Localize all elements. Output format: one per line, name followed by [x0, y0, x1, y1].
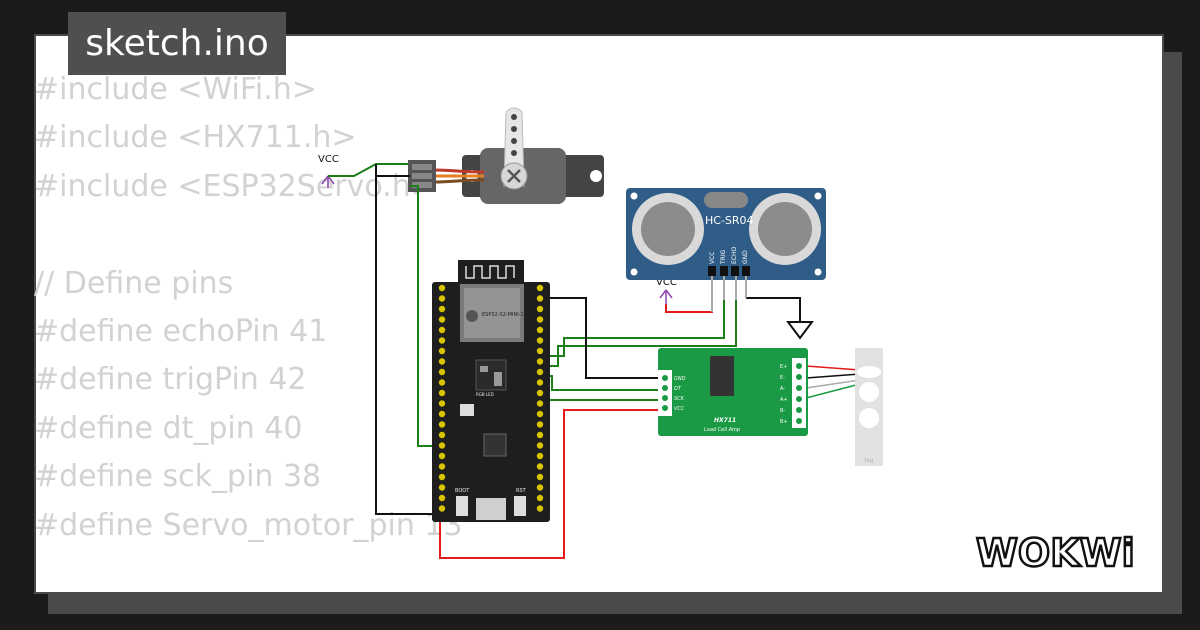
code-line: #define dt_pin 40 [34, 410, 303, 446]
sensor-name: HC-SR04 [705, 214, 754, 227]
header-pin [438, 452, 446, 460]
svg-text:DT: DT [674, 386, 682, 392]
svg-text:E-: E- [780, 375, 785, 381]
ultrasonic-sensor[interactable]: HC-SR04 VCC TRIG ECHO GND [626, 188, 826, 280]
esp32-left-header [438, 284, 446, 512]
svg-text:ESP32-S2-MINI-1: ESP32-S2-MINI-1 [482, 312, 524, 318]
svg-text:BOOT: BOOT [455, 488, 470, 494]
header-pin [536, 295, 544, 302]
svg-text:ECHO: ECHO [731, 247, 738, 264]
hx711-module[interactable]: GND DT SCK VCC E+ E- A- A+ B- B+ HX711 L… [658, 348, 808, 436]
svg-text:RGB LED: RGB LED [476, 392, 494, 397]
svg-text:A-: A- [780, 386, 785, 392]
header-pin [536, 337, 544, 344]
code-line: #define echoPin 41 [34, 313, 328, 349]
header-pin [438, 326, 446, 334]
header-pin [438, 431, 446, 439]
header-pin [438, 347, 446, 355]
header-pin [536, 410, 544, 418]
esp32-board[interactable]: ESP32-S2-MINI-1 RGB LED BOOT RST [432, 260, 550, 522]
header-pin [438, 442, 446, 449]
svg-text:GND: GND [742, 250, 749, 264]
vcc-symbol: VCC [656, 277, 677, 304]
wokwi-logo: WOKWi [975, 530, 1136, 576]
svg-text:RST: RST [516, 488, 527, 494]
header-pin [438, 305, 446, 313]
vcc-symbol: VCC [318, 154, 339, 188]
esp32-right-header [536, 284, 544, 512]
svg-text:A+: A+ [780, 397, 788, 403]
svg-text:TRIG: TRIG [720, 249, 727, 265]
servo-motor[interactable] [462, 107, 604, 204]
header-pin [536, 347, 544, 355]
header-pin [536, 494, 544, 502]
header-pin [438, 505, 446, 512]
header-pin [536, 421, 544, 428]
svg-text:VCC: VCC [709, 252, 716, 264]
header-pin [438, 463, 446, 470]
header-pin [536, 358, 544, 365]
header-pin [438, 358, 446, 365]
svg-text:Load Cell Amp: Load Cell Amp [704, 427, 740, 433]
svg-text:HX711: HX711 [714, 417, 736, 424]
header-pin [536, 379, 544, 386]
svg-text:GND: GND [674, 376, 686, 382]
header-pin [438, 484, 446, 491]
svg-text:E+: E+ [780, 364, 787, 370]
header-pin [438, 389, 446, 397]
svg-text:1kg: 1kg [864, 458, 873, 464]
header-pin [536, 389, 544, 397]
svg-text:B+: B+ [780, 419, 788, 425]
header-pin [438, 400, 446, 407]
code-line: #include <ESP32Servo.h> [34, 168, 436, 204]
code-line: #define sck_pin 38 [34, 459, 322, 495]
file-title: sketch.ino [68, 12, 286, 75]
header-pin [536, 505, 544, 512]
header-pin [438, 316, 446, 323]
code-line: // Define pins [34, 265, 234, 301]
header-pin [536, 326, 544, 334]
code-line: #include <WiFi.h> [34, 72, 317, 107]
svg-text:VCC: VCC [656, 277, 677, 288]
code-preview: #include <WiFi.h> #include <HX711.h> #incl… [34, 66, 463, 550]
svg-text:SCK: SCK [674, 396, 685, 402]
svg-text:VCC: VCC [674, 406, 685, 412]
header-pin [536, 484, 544, 491]
header-pin [536, 463, 544, 470]
header-pin [536, 400, 544, 407]
header-pin [536, 316, 544, 323]
header-pin [438, 473, 446, 481]
header-pin [438, 368, 446, 376]
servo-connector [408, 160, 436, 192]
code-line: #define trigPin 42 [34, 362, 307, 398]
header-pin [438, 494, 446, 502]
header-pin [438, 295, 446, 302]
header-pin [536, 431, 544, 439]
header-pin [536, 442, 544, 449]
header-pin [438, 410, 446, 418]
header-pin [536, 452, 544, 460]
header-pin [438, 284, 446, 292]
svg-text:B-: B- [780, 408, 785, 414]
code-line: #include <HX711.h> [34, 120, 357, 156]
header-pin [438, 337, 446, 344]
header-pin [536, 368, 544, 376]
header-pin [536, 305, 544, 313]
header-pin [536, 284, 544, 292]
svg-text:WOKWi: WOKWi [976, 531, 1135, 575]
header-pin [438, 421, 446, 428]
code-line: #define Servo_motor_pin 13 [34, 507, 463, 543]
header-pin [438, 379, 446, 386]
preview-card [34, 34, 1164, 594]
header-pin [536, 473, 544, 481]
load-cell[interactable]: 1kg [855, 348, 883, 466]
svg-text:VCC: VCC [318, 154, 339, 165]
